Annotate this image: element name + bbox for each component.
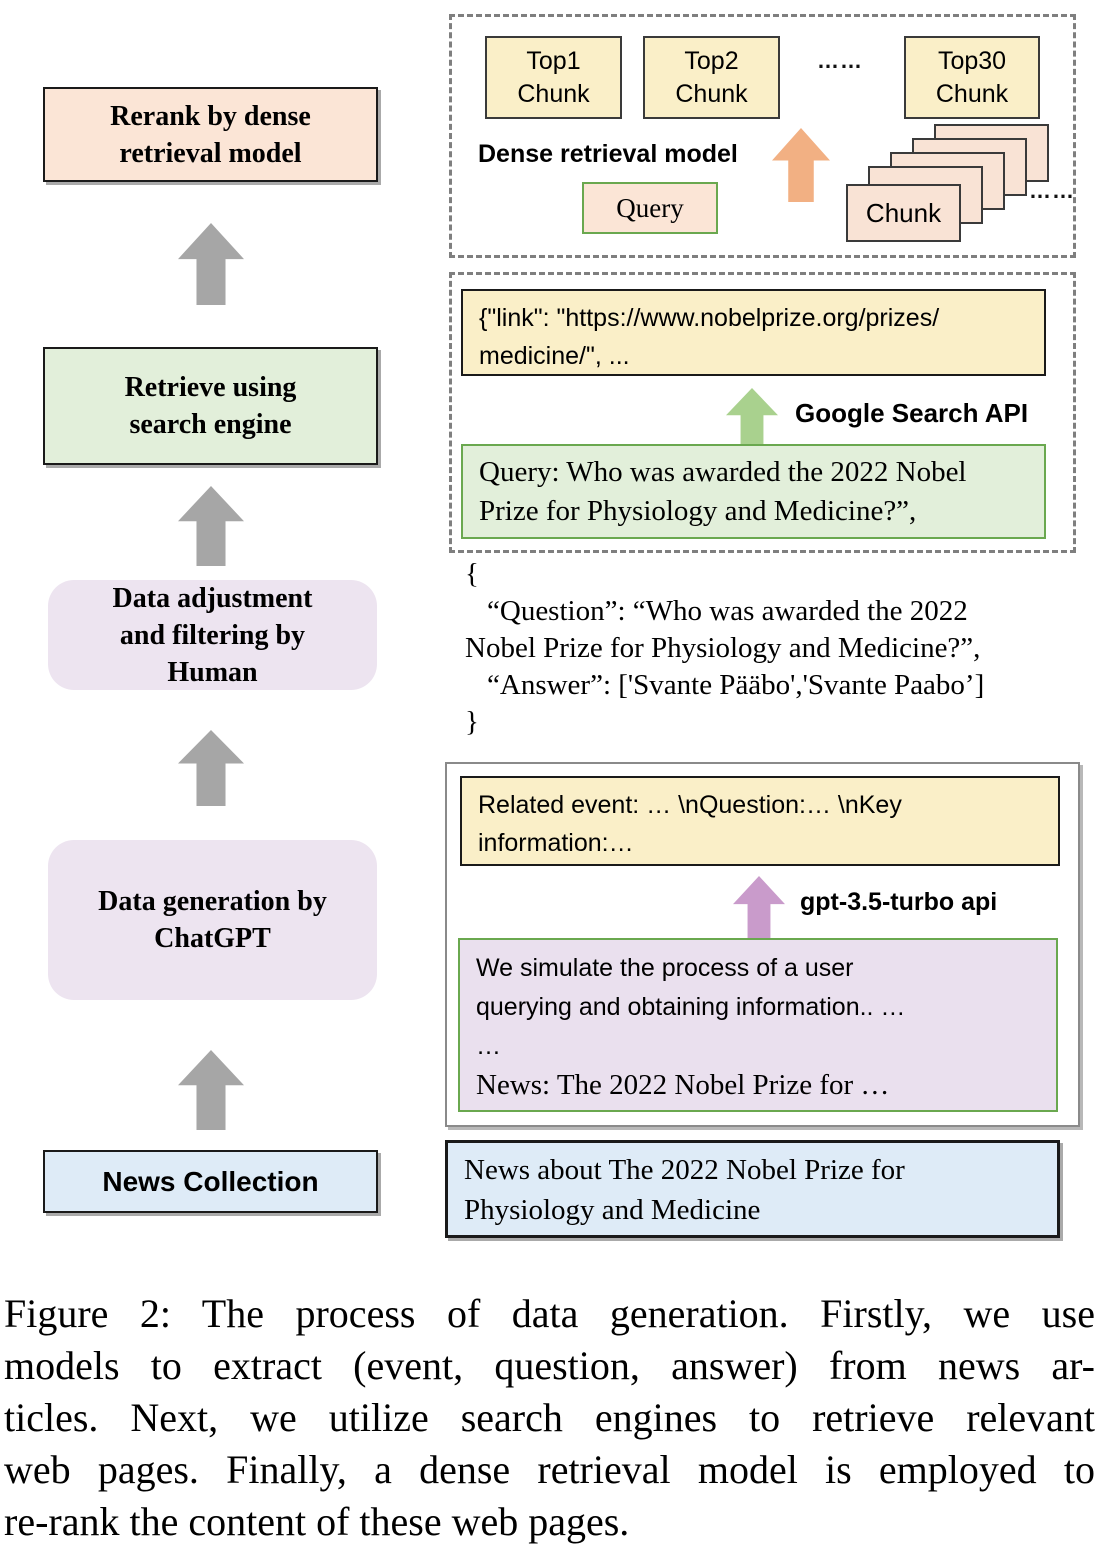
news-source-line2: Physiology and Medicine bbox=[464, 1194, 761, 1226]
up-arrow-icon bbox=[178, 730, 244, 806]
gpt-api-label: gpt-3.5-turbo api bbox=[800, 888, 998, 916]
search-panel bbox=[449, 272, 1076, 553]
query-box-label: Query bbox=[616, 192, 684, 223]
google-search-api-label: Google Search API bbox=[795, 398, 1029, 428]
qa-json-line4: “Answer”: ['Svante Pääbo','Svante Paabo’… bbox=[487, 669, 985, 701]
top1-chunk-line1: Top1 bbox=[526, 46, 581, 75]
search-query-line2: Prize for Physiology and Medicine?”, bbox=[479, 495, 917, 527]
qa-json-snippet: { “Question”: “Who was awarded the 2022 … bbox=[465, 556, 1075, 741]
query-box: Query bbox=[582, 182, 718, 234]
chunk-stack: Chunk bbox=[846, 116, 1062, 244]
caption-line: web pages. Finally, a dense retrieval mo… bbox=[4, 1447, 1095, 1492]
search-query-box: Query: Who was awarded the 2022 Nobel Pr… bbox=[461, 444, 1046, 539]
qa-json-line1: { bbox=[465, 558, 479, 590]
up-arrow-icon bbox=[178, 1050, 244, 1130]
dense-retrieval-model-label: Dense retrieval model bbox=[478, 140, 738, 168]
caption-line: models to extract (event, question, answ… bbox=[4, 1343, 1095, 1388]
search-result-line2: medicine/", ... bbox=[479, 342, 630, 370]
rerank-panel bbox=[449, 14, 1076, 258]
top2-chunk-box: Top2 Chunk bbox=[643, 36, 780, 119]
generation-output-box: Related event: … \nQuestion:… \nKey info… bbox=[460, 776, 1060, 866]
stage-generate-box: Data generation by ChatGPT bbox=[48, 840, 377, 1000]
generation-prompt-box: We simulate the process of a user queryi… bbox=[458, 938, 1058, 1112]
generation-prompt-line2: querying and obtaining information.. … bbox=[476, 993, 906, 1021]
stage-generate-label-line1: Data generation by bbox=[98, 886, 327, 917]
search-result-line1: {"link": "https://www.nobelprize.org/pri… bbox=[479, 304, 940, 332]
caption-line: Figure 2: The process of data generation… bbox=[4, 1291, 1095, 1336]
up-arrow-icon bbox=[178, 486, 244, 566]
up-arrow-icon bbox=[178, 223, 244, 305]
caption-line: ticles. Next, we utilize search engines … bbox=[4, 1395, 1095, 1440]
ellipsis-dots: …… bbox=[817, 48, 863, 73]
news-source-line1: News about The 2022 Nobel Prize for bbox=[464, 1154, 905, 1186]
chunk-card-front: Chunk bbox=[846, 184, 961, 242]
generation-prompt-line4: News: The 2022 Nobel Prize for … bbox=[476, 1069, 890, 1101]
generation-prompt-line3: … bbox=[476, 1032, 501, 1060]
qa-json-line3: Nobel Prize for Physiology and Medicine?… bbox=[465, 632, 981, 664]
caption-line: re-rank the content of these web pages. bbox=[4, 1499, 630, 1544]
stage-adjust-label-line3: Human bbox=[167, 656, 258, 688]
stage-generate-label-line2: ChatGPT bbox=[154, 923, 271, 954]
top2-chunk-line2: Chunk bbox=[675, 79, 748, 108]
stage-retrieve-label-line1: Retrieve using bbox=[124, 372, 297, 403]
generation-output-line1: Related event: … \nQuestion:… \nKey bbox=[478, 791, 902, 819]
qa-json-line2: “Question”: “Who was awarded the 2022 bbox=[487, 595, 968, 627]
stage-news-collection-label: News Collection bbox=[102, 1166, 319, 1197]
top30-chunk-line1: Top30 bbox=[937, 46, 1007, 75]
stage-rerank-label-line1: Rerank by dense bbox=[110, 100, 311, 132]
stage-adjust-label-line2: and filtering by bbox=[119, 619, 306, 651]
stage-rerank-label-line2: retrieval model bbox=[119, 137, 302, 169]
top30-chunk-line2: Chunk bbox=[935, 79, 1009, 108]
top2-chunk-line1: Top2 bbox=[684, 46, 739, 75]
news-source-box: News about The 2022 Nobel Prize for Phys… bbox=[445, 1140, 1060, 1238]
generation-panel bbox=[445, 762, 1080, 1127]
top1-chunk-line2: Chunk bbox=[517, 79, 590, 108]
generation-prompt-line1: We simulate the process of a user bbox=[476, 954, 854, 982]
stage-retrieve-label-line2: search engine bbox=[129, 409, 292, 440]
stage-retrieve-box: Retrieve using search engine bbox=[43, 347, 378, 465]
ellipsis-dots: …… bbox=[1029, 178, 1075, 203]
search-query-line1: Query: Who was awarded the 2022 Nobel bbox=[479, 456, 967, 488]
top30-chunk-box: Top30 Chunk bbox=[904, 36, 1040, 119]
stage-adjust-label-line1: Data adjustment bbox=[112, 582, 313, 614]
stage-adjust-box: Data adjustment and filtering by Human bbox=[48, 580, 377, 690]
qa-json-line5: } bbox=[465, 706, 479, 738]
chunk-card-label: Chunk bbox=[865, 197, 942, 228]
top1-chunk-box: Top1 Chunk bbox=[485, 36, 622, 119]
stage-news-collection-box: News Collection bbox=[43, 1150, 378, 1213]
generation-output-line2: information:… bbox=[478, 829, 634, 857]
search-result-box: {"link": "https://www.nobelprize.org/pri… bbox=[461, 289, 1046, 376]
figure-caption: Figure 2: The process of data generation… bbox=[4, 1288, 1095, 1546]
stage-rerank-box: Rerank by dense retrieval model bbox=[43, 87, 378, 182]
